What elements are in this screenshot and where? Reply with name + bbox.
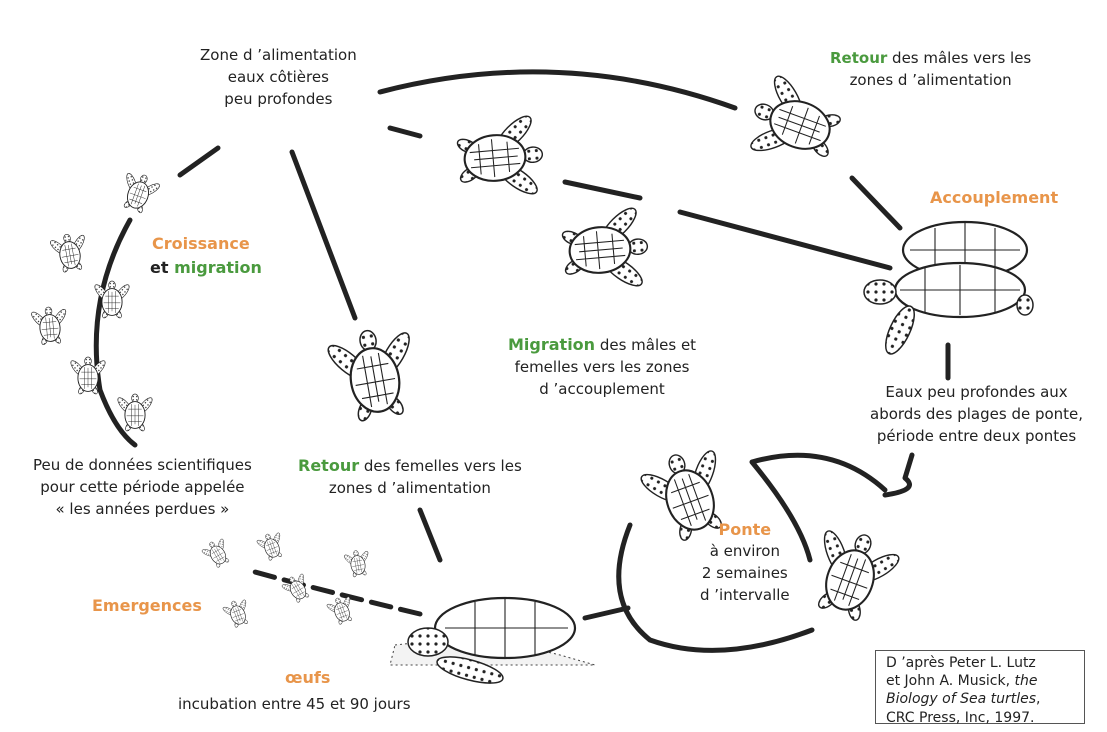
migration-label: Migration des mâles et femelles vers les…	[508, 333, 696, 400]
turtles-mating	[864, 222, 1033, 358]
turtle-migrating-1	[453, 110, 546, 205]
migration-line-2: femelles vers les zones	[508, 357, 696, 379]
incubation-label: incubation entre 45 et 90 jours	[178, 694, 411, 716]
feeding-zone-line-3: peu profondes	[200, 89, 357, 111]
emergences-label: Emergences	[92, 594, 202, 617]
male-return-rest: des mâles vers les	[887, 49, 1031, 67]
nesting-turtle	[390, 598, 595, 688]
feeding-zone-label: Zone d ’alimentation eaux côtières peu p…	[200, 45, 357, 110]
citation-box: D ’après Peter L. Lutz et John A. Musick…	[875, 650, 1085, 724]
laying-detail-1: à environ	[700, 541, 790, 563]
lost-years-line-2: pour cette période appelée	[33, 477, 252, 499]
male-return-line-2: zones d ’alimentation	[830, 70, 1031, 92]
migration-word: migration	[174, 258, 262, 277]
laying-detail-3: d ’intervalle	[700, 585, 790, 607]
path-nest-to-female-return	[420, 510, 440, 560]
growth-word: Croissance	[152, 234, 250, 253]
juvenile-turtles	[29, 169, 164, 432]
mating-label: Accouplement	[930, 186, 1058, 209]
migration-bold: Migration	[508, 335, 595, 354]
male-return-bold: Retour	[830, 49, 887, 67]
laying-detail-2: 2 semaines	[700, 563, 790, 585]
growth-migration-label: Croissance et migration	[150, 232, 262, 280]
lost-years-line-3: « les années perdues »	[33, 499, 252, 521]
lost-years-label: Peu de données scientifiques pour cette …	[33, 455, 252, 520]
citation-line-2a: et John A. Musick,	[886, 673, 1015, 689]
laying-label: Ponte à environ 2 semaines d ’intervalle	[700, 518, 790, 606]
migration-rest: des mâles et	[595, 336, 696, 354]
lost-years-line-1: Peu de données scientifiques	[33, 455, 252, 477]
male-return-label: Retour des mâles vers les zones d ’alime…	[830, 48, 1031, 92]
female-return-line-2: zones d ’alimentation	[298, 478, 522, 500]
turtle-migrating-2	[558, 202, 651, 297]
path-laying-to-nest	[585, 608, 628, 618]
female-return-rest: des femelles vers les	[359, 457, 522, 475]
female-return-bold: Retour	[298, 456, 359, 475]
feeding-zone-line-1: Zone d ’alimentation	[200, 45, 357, 67]
citation-line-3b: ,	[1036, 691, 1040, 707]
path-feeding-to-female-return	[292, 152, 355, 318]
and-word: et	[150, 258, 174, 277]
citation-line-4: CRC Press, Inc, 1997.	[886, 709, 1074, 727]
eggs-label: œufs	[285, 666, 330, 689]
shallow-waters-line-3: période entre deux pontes	[870, 426, 1083, 448]
turtle-laying-2	[795, 520, 907, 631]
shallow-waters-line-1: Eaux peu profondes aux	[870, 382, 1083, 404]
citation-line-1: D ’après Peter L. Lutz	[886, 654, 1074, 672]
laying-title: Ponte	[700, 518, 790, 541]
citation-line-2b: the	[1015, 673, 1038, 689]
female-return-label: Retour des femelles vers les zones d ’al…	[298, 454, 522, 500]
path-feeding-to-males	[380, 72, 735, 108]
path-feeding-to-hatchlings	[180, 148, 218, 175]
shallow-waters-line-2: abords des plages de ponte,	[870, 404, 1083, 426]
path-shallow-to-laying	[885, 455, 912, 495]
turtle-female-returning	[321, 323, 428, 428]
path-male-to-mating	[852, 178, 900, 228]
feeding-zone-line-2: eaux côtières	[200, 67, 357, 89]
shallow-waters-label: Eaux peu profondes aux abords des plages…	[870, 382, 1083, 447]
migration-line-3: d ’accouplement	[508, 379, 696, 401]
citation-line-3a: Biology of Sea turtles	[886, 691, 1036, 707]
